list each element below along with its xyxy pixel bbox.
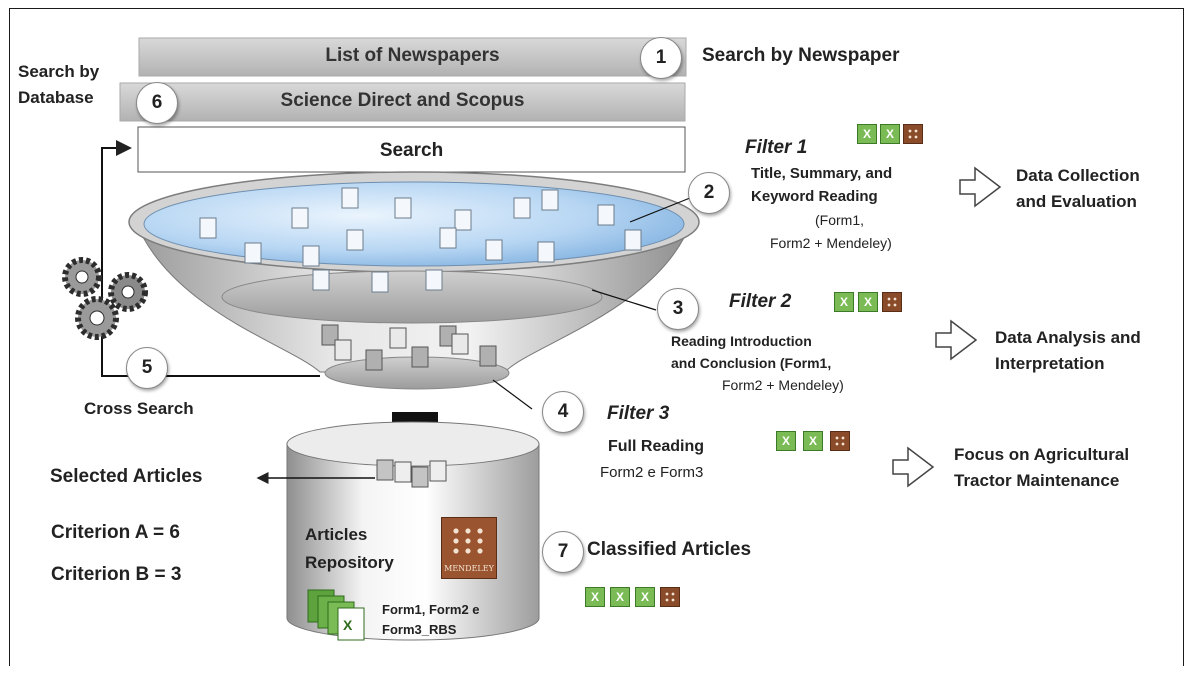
filter-2-title: Filter 2 <box>729 291 792 312</box>
documents-selected <box>376 459 447 488</box>
repository-cylinder <box>286 443 540 641</box>
search-bar-label: Search <box>379 140 444 161</box>
filter-1-title: Filter 1 <box>745 137 808 158</box>
excel-icon: X <box>857 124 877 144</box>
repository-label-2: Repository <box>305 553 394 572</box>
step-6-badge: 6 <box>136 82 178 124</box>
gears-icon <box>62 257 148 340</box>
diagram-frame <box>9 8 1184 666</box>
result-arrow-1 <box>959 166 1002 208</box>
step-4-badge: 4 <box>542 391 584 433</box>
documents-top <box>199 187 642 293</box>
result-arrow-2 <box>935 319 978 361</box>
mendeley-icon <box>660 587 680 607</box>
svg-text:X: X <box>343 617 353 633</box>
selected-articles-label: Selected Articles <box>50 466 203 487</box>
step-2-badge: 2 <box>688 172 730 214</box>
filter-2-desc-3: Form2 + Mendeley) <box>722 377 844 393</box>
filter-3-desc-1: Full Reading <box>608 438 704 455</box>
excel-icon: X <box>585 587 605 607</box>
databases-bar <box>119 82 686 122</box>
excel-icon: X <box>880 124 900 144</box>
excel-icon: X <box>610 587 630 607</box>
repository-top <box>286 421 540 467</box>
repository-label-1: Articles <box>305 525 368 544</box>
result-arrow-3 <box>892 446 935 488</box>
filter-2-desc-1: Reading Introduction <box>671 333 812 349</box>
newspapers-bar <box>138 37 687 77</box>
filter-3-sub-1: Form2 e Form3 <box>600 464 704 481</box>
filter-3-result-1: Focus on Agricultural <box>954 445 1130 464</box>
filter-1-result-2: and Evaluation <box>1016 192 1137 211</box>
loop-line <box>101 140 320 377</box>
step-5-badge: 5 <box>126 347 168 389</box>
newspapers-bar-label: List of Newspapers <box>325 45 500 66</box>
search-by-database-label-1: Search by <box>18 62 100 81</box>
search-by-newspaper-label: Search by Newspaper <box>702 45 900 66</box>
excel-icon: X <box>834 292 854 312</box>
step-1-badge: 1 <box>640 37 682 79</box>
funnel-middle-disk <box>221 270 603 324</box>
excel-icon: X <box>776 431 796 451</box>
step-3-badge: 3 <box>657 288 699 330</box>
criterion-a-label: Criterion A = 6 <box>51 522 180 543</box>
excel-icon: X <box>803 431 823 451</box>
filter-1-desc-1: Title, Summary, and <box>751 165 893 182</box>
filter-2-desc-2: and Conclusion (Form1, <box>671 355 832 371</box>
filter-1-result-1: Data Collection <box>1016 166 1140 185</box>
mendeley-logo-icon: MENDELEY <box>441 517 497 579</box>
filter-3-title: Filter 3 <box>607 403 670 424</box>
forms-label-1: Form1, Form2 e <box>382 602 480 617</box>
databases-bar-label: Science Direct and Scopus <box>280 90 525 111</box>
excel-icon: X <box>635 587 655 607</box>
mendeley-icon <box>830 431 850 451</box>
leader-3 <box>591 289 657 311</box>
excel-stack-icon: X <box>307 589 365 641</box>
filter-2-result-1: Data Analysis and <box>995 328 1141 347</box>
filter-1-sub-1: (Form1, <box>815 212 864 228</box>
classified-articles-label: Classified Articles <box>587 539 752 560</box>
mendeley-icon <box>903 124 923 144</box>
filter-3-result-2: Tractor Maintenance <box>954 471 1120 490</box>
criterion-b-label: Criterion B = 3 <box>51 564 182 585</box>
leader-4 <box>492 379 533 410</box>
forms-label-2: Form3_RBS <box>382 622 457 637</box>
cross-search-label: Cross Search <box>84 399 194 418</box>
excel-icon: X <box>858 292 878 312</box>
step-7-badge: 7 <box>542 531 584 573</box>
documents-middle <box>321 324 497 371</box>
search-by-database-label-2: Database <box>18 88 94 107</box>
filter-2-result-2: Interpretation <box>995 354 1105 373</box>
filter-1-desc-2: Keyword Reading <box>751 188 878 205</box>
mendeley-icon <box>882 292 902 312</box>
filter-1-sub-2: Form2 + Mendeley) <box>770 235 892 251</box>
